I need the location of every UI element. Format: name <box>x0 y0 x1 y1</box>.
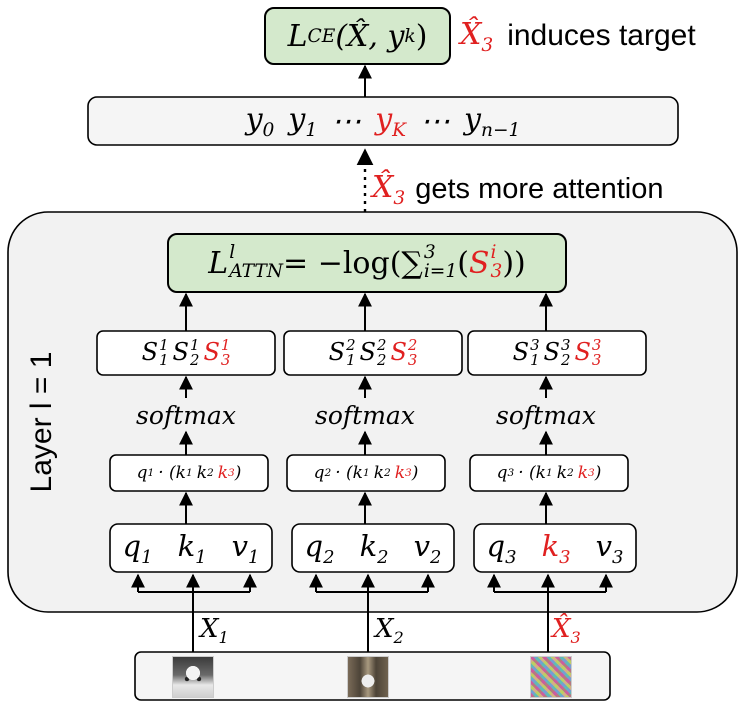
top-note: X̂3 induces target <box>460 16 696 56</box>
fanout-connector-1 <box>131 573 257 652</box>
output-token: y <box>375 101 393 137</box>
score-box-3 <box>467 330 647 376</box>
softmax-label-3: softmax <box>496 400 596 430</box>
softmax-label-1: softmax <box>136 400 236 430</box>
adversarial-noise-image <box>530 656 572 698</box>
qkv-label-3: q3 k3 v3 <box>474 524 636 572</box>
qkv-term: q3 <box>486 528 517 568</box>
ce-loss-subscript: CE <box>307 25 336 47</box>
output-token-sub: n−1 <box>481 119 521 141</box>
attn-loss-red-sym: S <box>468 245 490 281</box>
fanout-connector-2 <box>309 573 435 652</box>
output-token-group: y1 <box>288 102 317 141</box>
qkv-label-1: q1 k1 v1 <box>110 524 272 572</box>
dot-box-3 <box>469 454 629 492</box>
attention-note-symbol: X̂3 <box>372 169 406 209</box>
softmax-label-2: softmax <box>315 400 415 430</box>
output-token: y <box>464 101 481 137</box>
score-box-2 <box>283 330 463 376</box>
husky-dog-image <box>172 656 214 698</box>
output-token-group: yn−1 <box>464 102 520 141</box>
qkv-box-2 <box>291 523 455 573</box>
top-note-symbol: X̂3 <box>460 16 494 56</box>
output-token: y <box>245 101 263 137</box>
attn-loss-box <box>167 233 567 293</box>
dot-box-1 <box>109 454 269 492</box>
attention-note: X̂3 gets more attention <box>372 168 663 210</box>
qkv-term: k1 <box>177 528 207 568</box>
qkv-box-3 <box>473 523 637 573</box>
output-token-sub: K <box>392 119 407 141</box>
ce-loss-args: (X̂, y <box>335 18 405 54</box>
ce-loss-close: ) <box>415 18 428 54</box>
input-label-2: X2 <box>375 614 404 648</box>
qkv-term: v3 <box>595 528 624 568</box>
top-note-text: induces target <box>507 19 696 52</box>
input-label-3: X̂3 <box>552 614 581 648</box>
output-box <box>87 96 679 146</box>
husky-dog-crop-image <box>347 656 389 698</box>
attention-note-text: gets more attention <box>415 172 664 205</box>
input-label-1: X1 <box>200 614 229 648</box>
qkv-label-2: q2 k2 v2 <box>292 524 454 572</box>
attn-loss-lhs: L <box>208 245 229 281</box>
qkv-term: v1 <box>231 528 260 568</box>
fanout-connector-3 <box>487 573 613 652</box>
output-token-group: yK <box>375 102 406 141</box>
output-token: ⋯ <box>420 103 451 139</box>
qkv-term: v2 <box>413 528 442 568</box>
attn-loss-eq: = −log(∑ <box>283 245 423 281</box>
output-token: ⋯ <box>331 103 362 139</box>
qkv-term: q2 <box>304 528 335 568</box>
attn-loss-close: )) <box>502 245 526 281</box>
qkv-box-1 <box>109 523 273 573</box>
layer-panel <box>7 211 738 613</box>
output-token-sub: 0 <box>262 119 275 141</box>
attn-loss-mid: ( <box>457 245 469 281</box>
qkv-term: q1 <box>122 528 153 568</box>
ce-loss-arg-sub: k <box>404 25 416 47</box>
ce-loss-symbol: L <box>287 18 308 54</box>
qkv-term: k2 <box>359 528 389 568</box>
qkv-term: k3 <box>541 528 571 568</box>
layer-label: Layer l = 1 <box>25 351 58 493</box>
ce-loss-box <box>264 7 451 65</box>
output-token: y <box>288 101 306 137</box>
output-token-group: y0 <box>246 102 275 141</box>
output-token-sub: 1 <box>305 119 318 141</box>
